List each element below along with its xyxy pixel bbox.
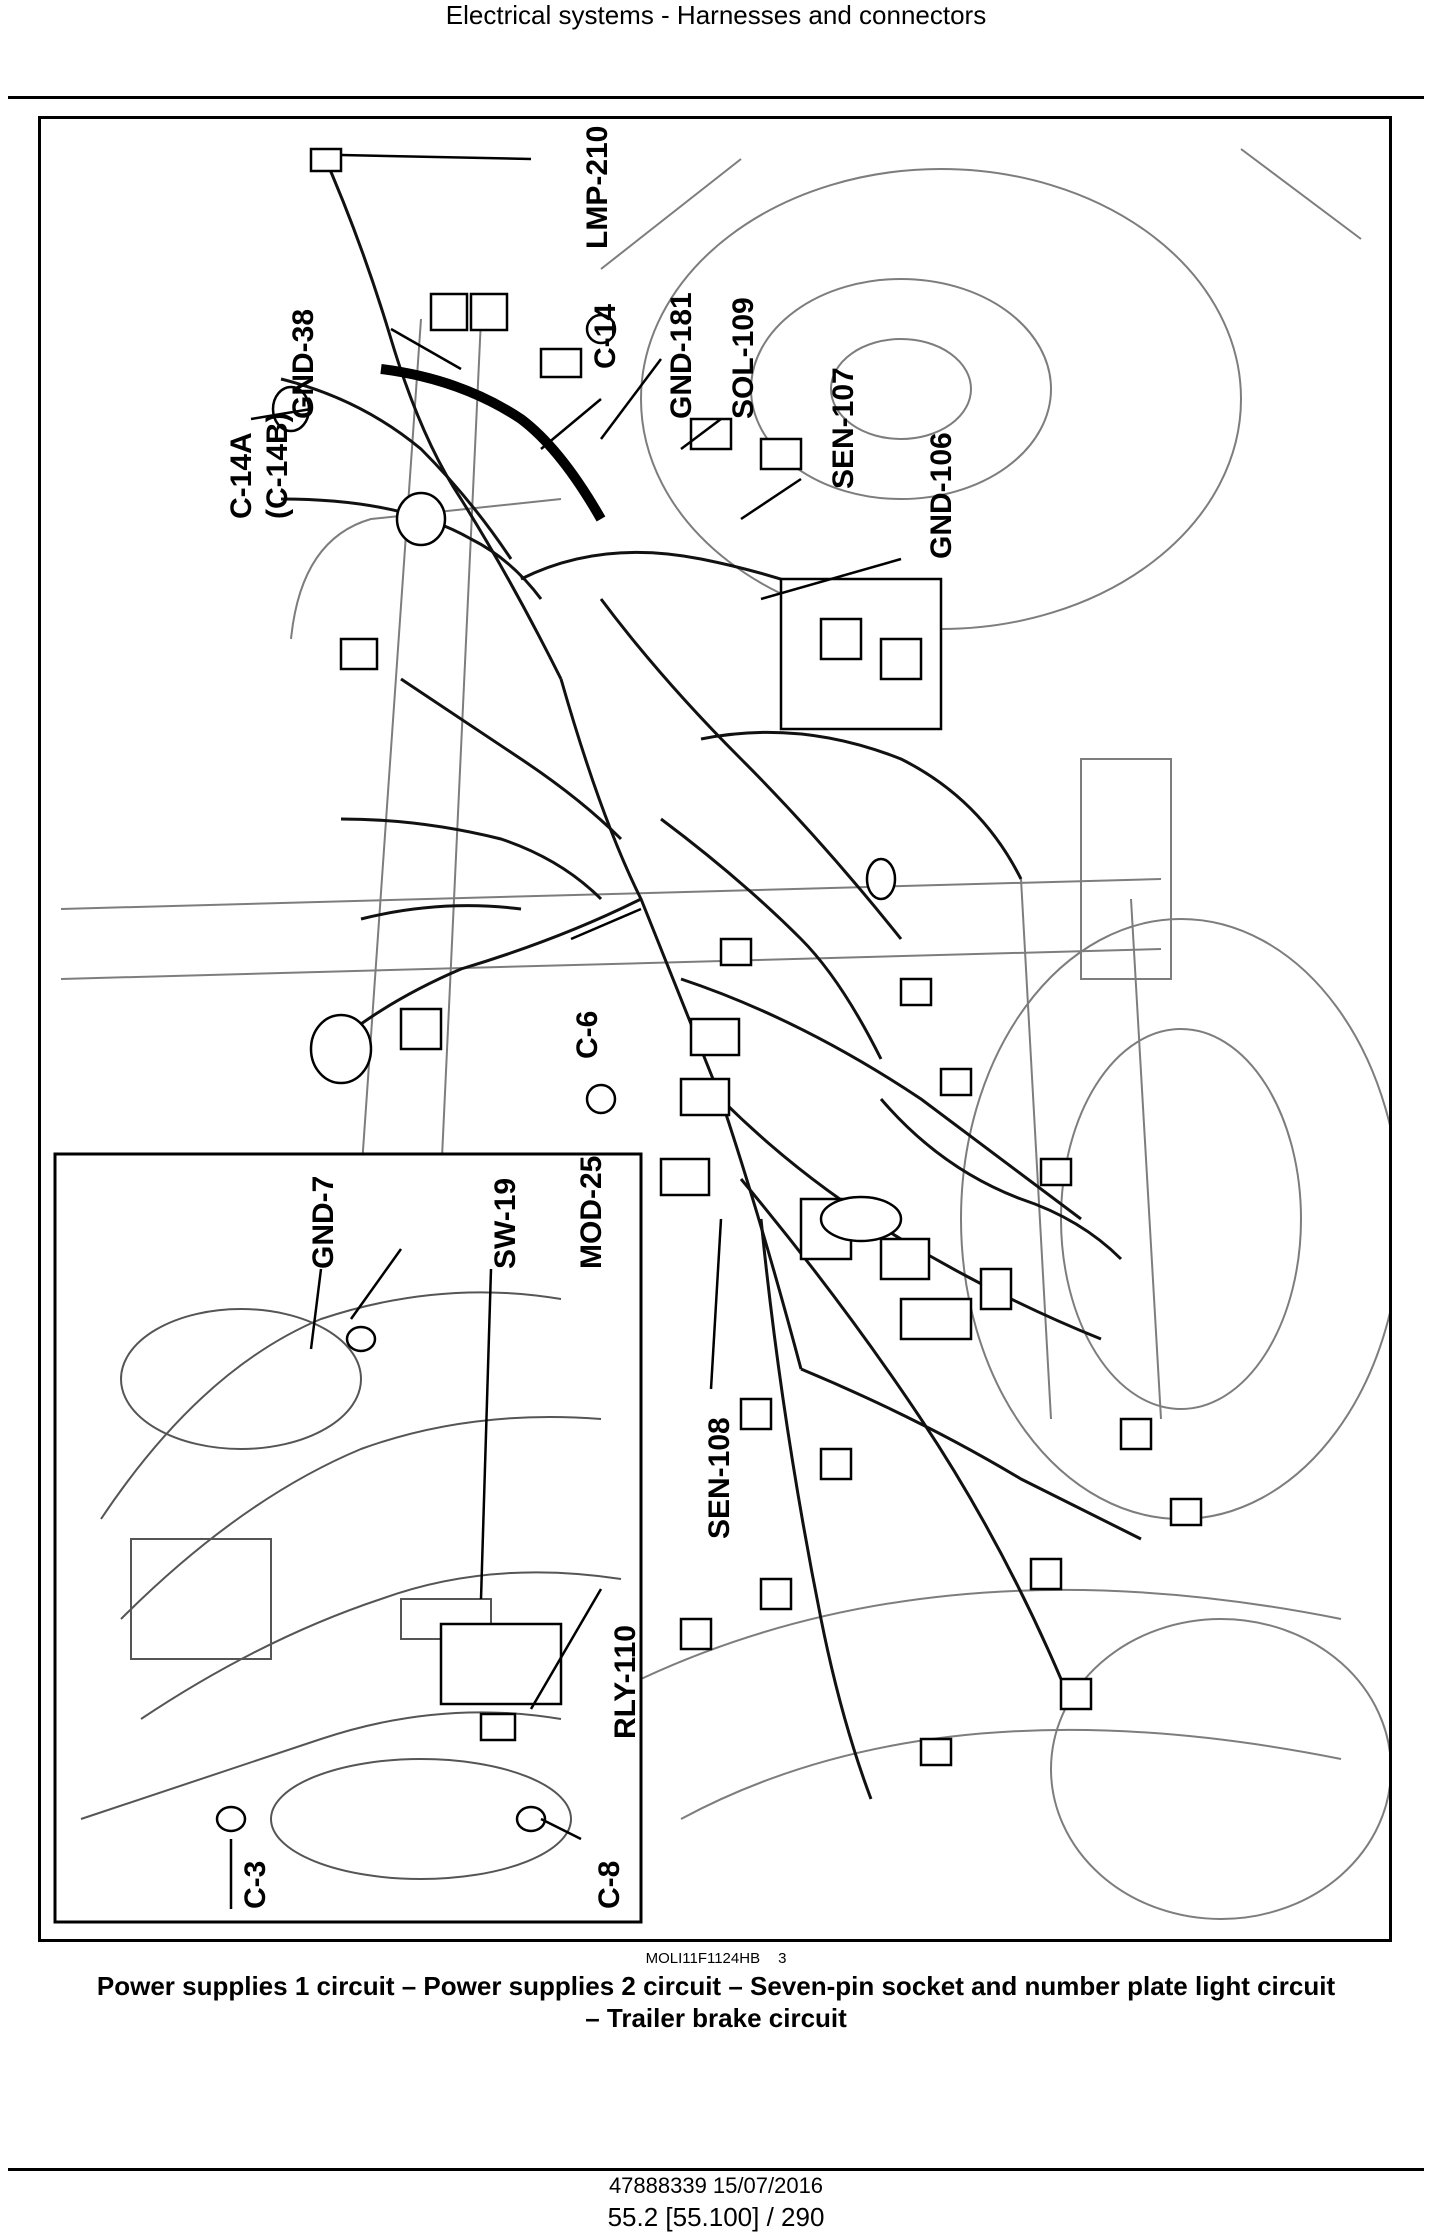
callout-labels: LMP-210 C-14 GND-181 SOL-109 SEN-107 GND… [225,126,958,1909]
label-c-6: C-6 [571,1011,604,1059]
label-c-3: C-3 [239,1861,272,1909]
label-c-14: C-14 [589,304,622,369]
label-sw-19: SW-19 [489,1178,522,1269]
label-gnd-7: GND-7 [307,1176,340,1269]
label-gnd-181: GND-181 [665,292,698,419]
label-sol-109: SOL-109 [727,297,760,419]
label-gnd-38: GND-38 [287,309,320,419]
caption-line-2: – Trailer brake circuit [585,2003,847,2033]
label-gnd-106: GND-106 [925,432,958,559]
diagram-canvas: LMP-210 C-14 GND-181 SOL-109 SEN-107 GND… [53,126,1389,1924]
footer-page-ref: 55.2 [55.100] / 290 [607,2202,825,2232]
footer-doc-id: 47888339 15/07/2016 [608,2173,824,2198]
label-rly-110: RLY-110 [609,1625,642,1739]
tractor-outline [60,148,1389,1920]
label-mod-25: MOD-25 [575,1156,608,1269]
battery-cable [380,364,606,522]
figure-id: MOLI11F1124HB 3 [0,1950,1432,1967]
label-c-14b: (C-14B) [261,412,294,519]
figure-caption: Power supplies 1 circuit – Power supplie… [40,1970,1392,2034]
caption-line-1: Power supplies 1 circuit – Power supplie… [96,1971,1336,2001]
connector-blocks [271,147,1203,1767]
inset-detail [53,1152,643,1924]
header-rule [8,96,1424,99]
leader-lines [229,153,902,1909]
figure-code: MOLI11F1124HB [645,1950,761,1967]
label-c-14a: C-14A [225,432,258,519]
figure-number: 3 [778,1950,787,1967]
label-lmp-210: LMP-210 [581,126,614,249]
page-header-title: Electrical systems - Harnesses and conne… [445,0,987,30]
harness-diagram: LMP-210 C-14 GND-181 SOL-109 SEN-107 GND… [38,116,1392,1942]
label-c-8: C-8 [593,1861,626,1909]
label-sen-107: SEN-107 [827,367,860,489]
footer-rule [8,2168,1424,2171]
label-sen-108: SEN-108 [703,1417,736,1539]
